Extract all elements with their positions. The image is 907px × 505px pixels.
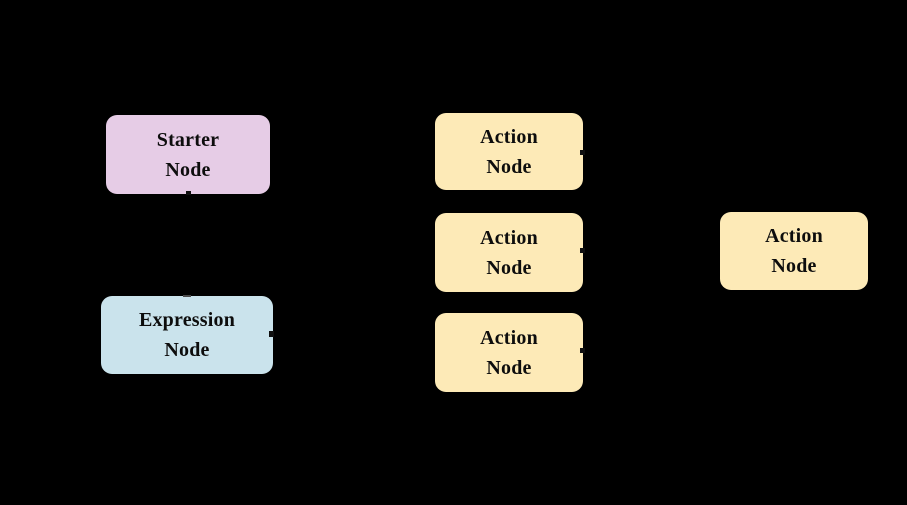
expression-node-label: Expression Node bbox=[138, 309, 236, 361]
action-node-2: Action Node bbox=[435, 213, 583, 292]
connector-remnant-dot bbox=[580, 150, 585, 155]
action-node-right: Action Node bbox=[720, 212, 868, 290]
action-node-right-label: Action Node bbox=[765, 225, 823, 277]
starter-node: Starter Node bbox=[106, 115, 270, 194]
starter-node-label: Starter Node bbox=[156, 128, 220, 181]
action-node-3: Action Node bbox=[435, 313, 583, 392]
action-node-1: Action Node bbox=[435, 113, 583, 190]
connector-remnant-dot bbox=[269, 331, 274, 337]
action-node-3-label: Action Node bbox=[480, 326, 538, 379]
action-node-2-label: Action Node bbox=[480, 226, 538, 279]
expression-node: Expression Node bbox=[101, 296, 273, 374]
connector-remnant-dot bbox=[186, 191, 191, 195]
connector-remnant-dot bbox=[580, 348, 585, 353]
connector-remnant-dot bbox=[183, 295, 191, 297]
action-node-1-label: Action Node bbox=[480, 125, 538, 178]
connector-remnant-dot bbox=[580, 248, 585, 253]
